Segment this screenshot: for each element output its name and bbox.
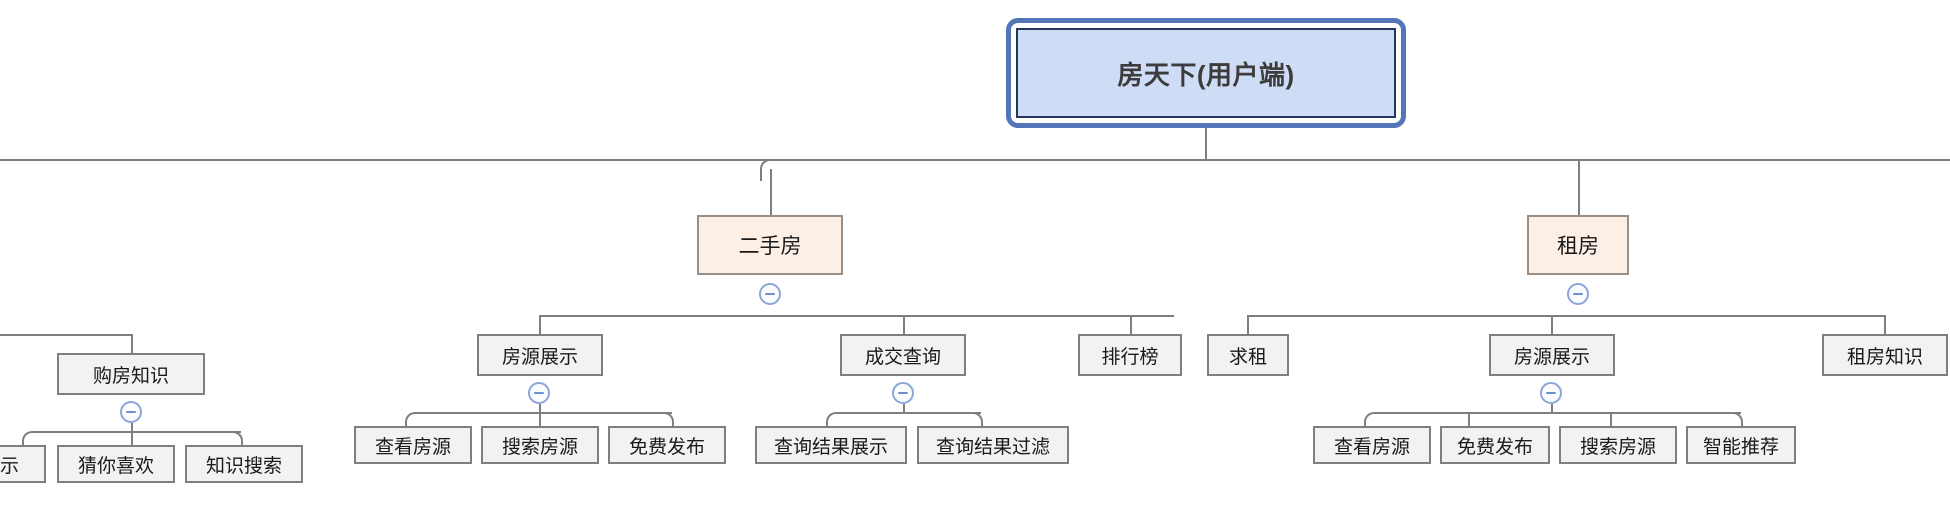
root-node[interactable]: 房天下(用户端) xyxy=(1016,28,1396,118)
node-ershoufang[interactable]: 二手房 xyxy=(697,215,843,275)
connector-corner-mianfeifabu-a xyxy=(660,412,674,428)
node-fangyuanzhanshi-ershoufang[interactable]: 房源展示 xyxy=(477,334,603,376)
node-mianfeifabu-ershoufang[interactable]: 免费发布 xyxy=(608,426,726,464)
collapse-toggle-zufang[interactable] xyxy=(1567,283,1589,305)
node-fangyuanzhanshi-zufang[interactable]: 房源展示 xyxy=(1489,334,1615,376)
minus-icon xyxy=(126,411,136,413)
node-mianfeifabu-zufang[interactable]: 免费发布 xyxy=(1440,426,1550,464)
connector-bus-fangyuanzhanshi-b-children xyxy=(1375,412,1741,414)
connector-corner-chakanfangyuan-b xyxy=(1364,412,1378,428)
connector-drop-fangyuanzhanshi-a xyxy=(539,315,541,335)
node-chengjiaochaxun[interactable]: 成交查询 xyxy=(840,334,966,376)
minus-icon xyxy=(1573,293,1583,295)
connector-drop-zufang xyxy=(1578,159,1580,215)
node-cainixihuan[interactable]: 猜你喜欢 xyxy=(57,445,175,483)
connector-drop-cainixihuan xyxy=(131,431,133,445)
connector-drop-paihangbang xyxy=(1130,315,1132,335)
connector-drop-chengjiaochaxun xyxy=(903,315,905,335)
connector-corner-ershoufang xyxy=(760,159,774,181)
connector-drop-sousuofangyuan-a xyxy=(539,412,541,426)
node-paihangbang[interactable]: 排行榜 xyxy=(1078,334,1182,376)
connector-stem-chengjiaochaxun xyxy=(903,404,905,412)
minus-icon xyxy=(1546,392,1556,394)
node-zufang[interactable]: 租房 xyxy=(1527,215,1629,275)
connector-stem-fangyuanzhanshi-b xyxy=(1551,404,1553,412)
connector-corner-zhishisousuo xyxy=(229,431,243,447)
connector-bus-ershoufang-children xyxy=(540,315,1174,317)
connector-corner-chakanfangyuan-a xyxy=(405,412,419,428)
node-qiuzu[interactable]: 求租 xyxy=(1207,334,1289,376)
connector-drop-goufangzhishi xyxy=(131,334,133,354)
connector-bus-goufangzhishi-children xyxy=(33,431,241,433)
connector-corner-zhishizhanshi xyxy=(22,431,36,447)
node-sousuofangyuan-zufang[interactable]: 搜索房源 xyxy=(1559,426,1677,464)
minus-icon xyxy=(534,392,544,394)
connector-drop-ershoufang xyxy=(770,169,772,215)
node-zufangzhishi[interactable]: 租房知识 xyxy=(1822,334,1948,376)
connector-bus-chengjiaochaxun-children xyxy=(837,412,981,414)
collapse-toggle-fangyuanzhanshi-zufang[interactable] xyxy=(1540,382,1562,404)
connector-bus-clipped-branch xyxy=(0,334,133,336)
connector-drop-qiuzu xyxy=(1247,315,1249,335)
collapse-toggle-ershoufang[interactable] xyxy=(759,283,781,305)
node-zhishizhanshi[interactable]: 展示 xyxy=(0,445,46,483)
connector-corner-zhinengtuijian xyxy=(1729,412,1743,428)
collapse-toggle-fangyuanzhanshi-ershoufang[interactable] xyxy=(528,382,550,404)
minus-icon xyxy=(898,392,908,394)
connector-drop-zufangzhishi xyxy=(1884,315,1886,335)
connector-root-stem xyxy=(1205,128,1207,160)
node-zhinengtuijian[interactable]: 智能推荐 xyxy=(1686,426,1796,464)
connector-corner-chaxunjieguozhanshi xyxy=(826,412,840,428)
node-sousuofangyuan-ershoufang[interactable]: 搜索房源 xyxy=(481,426,599,464)
collapse-toggle-goufangzhishi[interactable] xyxy=(120,401,142,423)
node-chakanfangyuan-ershoufang[interactable]: 查看房源 xyxy=(354,426,472,464)
node-goufangzhishi[interactable]: 购房知识 xyxy=(57,353,205,395)
connector-drop-sousuofangyuan-b xyxy=(1610,412,1612,426)
connector-level2-bus xyxy=(0,159,1950,161)
connector-stem-goufangzhishi xyxy=(131,423,133,431)
connector-corner-chaxunjieguoguolv xyxy=(969,412,983,428)
connector-stem-fangyuanzhanshi-a xyxy=(539,404,541,412)
connector-drop-fangyuanzhanshi-b xyxy=(1551,315,1553,335)
node-zhishisousuo[interactable]: 知识搜索 xyxy=(185,445,303,483)
node-chaxunjieguozhanshi[interactable]: 查询结果展示 xyxy=(755,426,907,464)
connector-bus-zufang-children xyxy=(1248,315,1885,317)
collapse-toggle-chengjiaochaxun[interactable] xyxy=(892,382,914,404)
node-chakanfangyuan-zufang[interactable]: 查看房源 xyxy=(1313,426,1431,464)
node-chaxunjieguoguolv[interactable]: 查询结果过滤 xyxy=(917,426,1069,464)
minus-icon xyxy=(765,293,775,295)
connector-bus-fangyuanzhanshi-a-children xyxy=(416,412,672,414)
connector-drop-mianfeifabu-b xyxy=(1468,412,1470,426)
